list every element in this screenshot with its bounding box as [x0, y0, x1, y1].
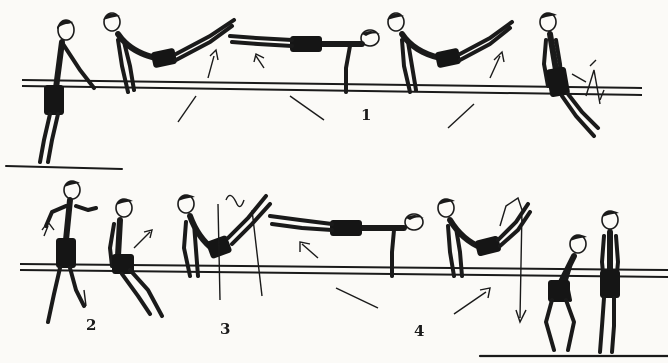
gymnast-seated-on-bar-bottom: [110, 199, 162, 316]
figure-number-4: 4: [414, 322, 424, 340]
gymnast-pike-support-bottom: [178, 195, 270, 276]
gymnast-standing-top: [40, 20, 94, 162]
gymnast-landing-crouch-bottom: [546, 235, 587, 350]
figure-number-2: 2: [86, 316, 96, 334]
figure-number-3: 3: [220, 320, 230, 338]
gymnast-arms-raised-bottom: [46, 181, 96, 322]
gymnast-dismount-drop-top: [540, 13, 598, 136]
gymnast-support-swing-bottom: [438, 199, 530, 276]
gymnast-support-swing-top-2: [387, 13, 512, 92]
gymnast-final-stand-bottom: [600, 211, 620, 352]
figure-number-1: 1: [361, 106, 371, 124]
floor-line-top: [6, 166, 122, 169]
